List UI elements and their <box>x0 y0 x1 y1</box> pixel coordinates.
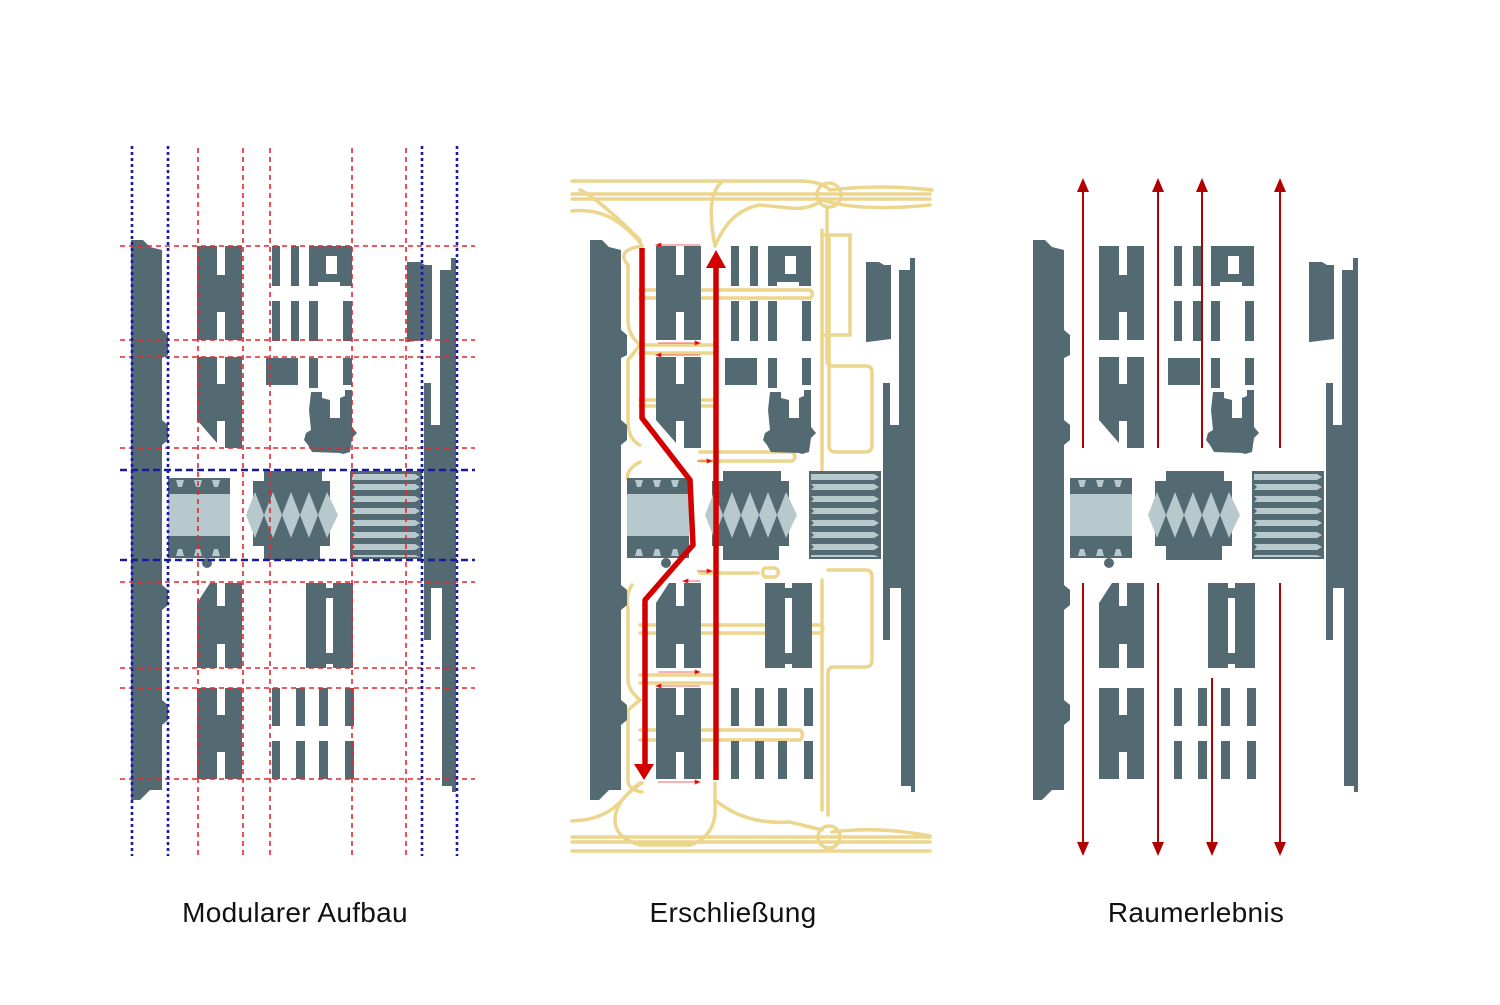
arrow-down-icon <box>1077 842 1089 856</box>
building-plan <box>590 240 915 800</box>
caption-access: Erschließung <box>649 897 817 928</box>
road <box>713 198 932 248</box>
road <box>830 828 932 838</box>
road <box>825 205 874 454</box>
road <box>713 798 824 832</box>
building-plan <box>1033 240 1358 800</box>
arrow-head-down-icon <box>634 764 654 780</box>
road <box>820 233 852 337</box>
road <box>625 583 644 794</box>
grid-minor-lines <box>120 148 475 856</box>
caption-modular: Modularer Aufbau <box>182 897 408 928</box>
building-plan <box>131 240 456 800</box>
arrow-up-icon <box>1152 178 1164 192</box>
road <box>826 568 874 817</box>
road <box>625 460 642 482</box>
caption-spatial: Raumerlebnis <box>1107 897 1285 928</box>
arrow-up-icon <box>1274 178 1286 192</box>
road <box>709 180 724 248</box>
road <box>613 781 717 847</box>
route-down <box>639 248 696 765</box>
panel-modular <box>120 146 475 856</box>
road <box>638 728 805 742</box>
arrow-down-icon <box>1274 842 1286 856</box>
road <box>638 288 815 300</box>
view-axes <box>1077 178 1286 856</box>
grid-major-lines <box>120 146 475 856</box>
road <box>760 566 781 579</box>
main-routes <box>639 248 719 780</box>
arrow-down-icon <box>1152 842 1164 856</box>
arrow-up-icon <box>1077 178 1089 192</box>
roundabout <box>815 181 843 209</box>
arrow-up-icon <box>1196 178 1208 192</box>
road-network <box>570 179 934 853</box>
road <box>570 208 644 248</box>
road <box>578 188 642 242</box>
road <box>622 244 644 447</box>
minor-flow-arrows <box>654 242 714 785</box>
panel-access <box>570 179 934 853</box>
arrow-down-icon <box>1206 842 1218 856</box>
roundabout <box>816 824 842 850</box>
arrow-head-up-icon <box>706 250 726 268</box>
road <box>570 179 934 192</box>
panel-spatial <box>1033 178 1358 856</box>
